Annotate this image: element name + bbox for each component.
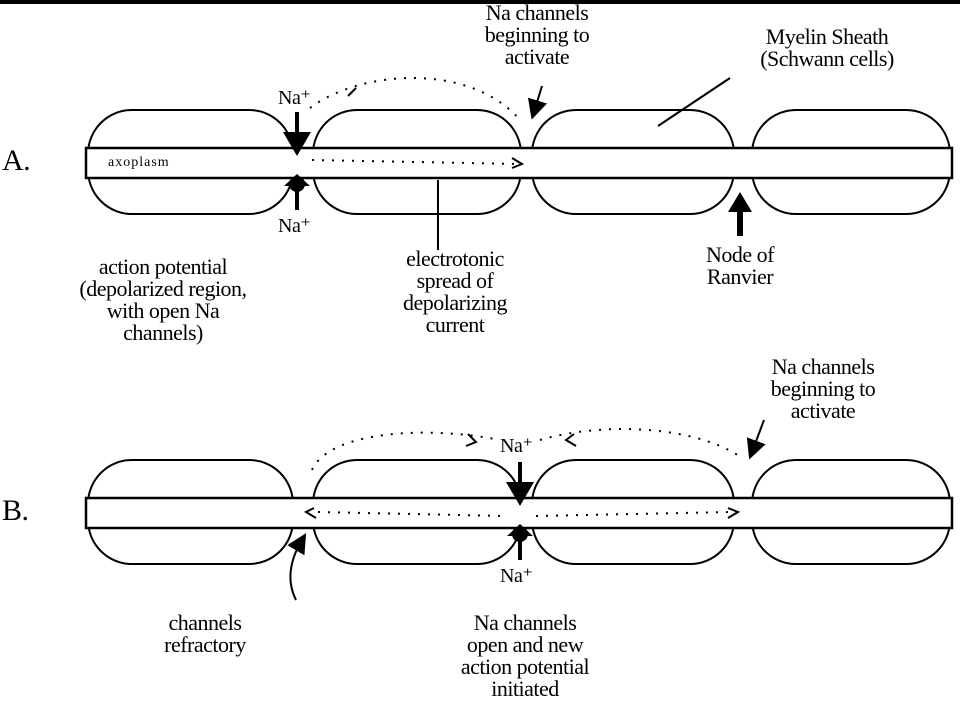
pointer-line	[527, 85, 548, 120]
current-arrowhead-b	[564, 433, 577, 447]
na-ion-label-top: Na⁺	[500, 435, 533, 457]
current-arrowhead-b	[465, 433, 478, 447]
na-ion-label-bottom: Na⁺	[278, 215, 311, 237]
na-ion-label-bottom: Na⁺	[500, 565, 533, 587]
na-channels-activate-label: Na channels beginning to activate	[484, 0, 590, 69]
current-arrowhead-b	[303, 507, 317, 519]
current-loop-a	[309, 77, 521, 165]
electrotonic-spread-label: electrotonic spread of depolarizing curr…	[403, 246, 507, 337]
current-arrowhead-a	[347, 87, 357, 97]
current-loops-b	[311, 428, 743, 517]
axoplasm-label: axoplasm	[108, 155, 170, 170]
channels-refractory-label: channels refractory	[164, 610, 246, 657]
na-influx-arrows-b	[506, 462, 534, 560]
na-ion-label-top: Na⁺	[278, 87, 311, 109]
pointer-line	[657, 77, 731, 127]
new-action-potential-label: Na channels open and new action potentia…	[460, 610, 590, 701]
panel-b-letter: B.	[2, 494, 29, 527]
axon-b	[84, 459, 954, 565]
myelin-sheath-label: Myelin Sheath (Schwann cells)	[760, 24, 894, 71]
top-border	[0, 0, 960, 4]
pointer-line	[287, 533, 307, 601]
node-of-ranvier-label: Node of Ranvier	[706, 242, 774, 289]
action-potential-label: action potential (depolarized region, wi…	[79, 254, 247, 345]
panel-a-letter: A.	[2, 144, 31, 177]
pointer-line	[746, 419, 766, 460]
current-arrowhead-a	[511, 157, 525, 169]
na-channels-activate-label: Na channels beginning to activate	[770, 354, 876, 423]
na-influx-arrows-a	[283, 112, 311, 210]
current-arrowhead-b	[727, 507, 741, 519]
node-arrowhead	[728, 192, 752, 212]
